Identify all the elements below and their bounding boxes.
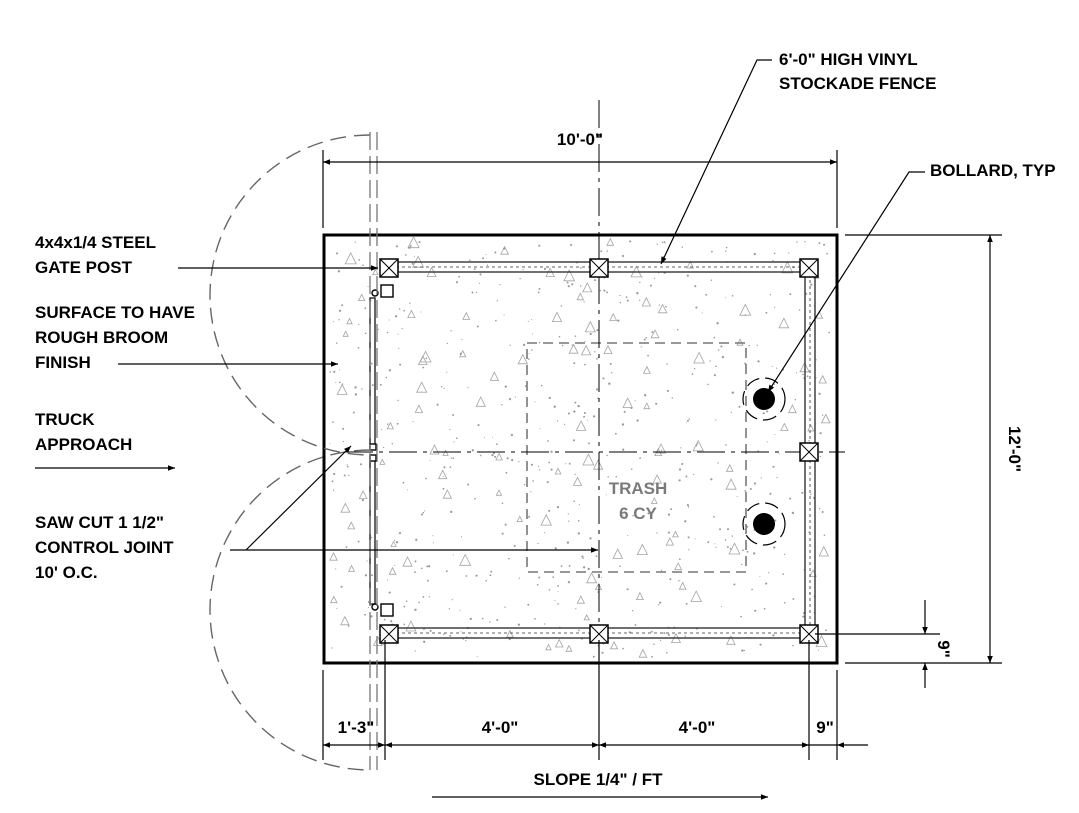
dim-overall-width-text: 10'-0" <box>557 130 603 149</box>
fence-leader <box>660 59 772 265</box>
fence-label-line1: 6'-0" HIGH VINYL <box>779 50 918 69</box>
dim-bay-right-text: 4'-0" <box>679 718 716 737</box>
trash-label-line2: 6 CY <box>619 504 657 523</box>
saw-cut-label-line1: SAW CUT 1 1/2" <box>35 513 164 532</box>
bollard-lower <box>742 502 786 546</box>
dim-bay-left-text: 4'-0" <box>482 718 519 737</box>
dim-end-offset-text: 9" <box>816 718 834 737</box>
dim-edge-offset-text: 9" <box>934 640 953 658</box>
gate-swing-tangents <box>369 132 378 770</box>
dim-edge-offset <box>815 600 940 688</box>
saw-cut-leader-branch <box>245 445 352 551</box>
gate-post-label-line1: 4x4x1/4 STEEL <box>35 233 156 252</box>
fence-label-line2: STOCKADE FENCE <box>779 74 936 93</box>
truck-label-line2: APPROACH <box>35 435 132 454</box>
dim-overall-width <box>322 150 838 228</box>
dim-gate-offset-text: 1'-3" <box>338 718 375 737</box>
bollard-leader <box>767 171 925 393</box>
surface-label-line1: SURFACE TO HAVE <box>35 303 195 322</box>
dim-overall-depth-text: 12'-0" <box>1005 426 1024 472</box>
saw-cut-label-line3: 10' O.C. <box>35 563 98 582</box>
surface-label-line3: FINISH <box>35 353 91 372</box>
dim-overall-depth <box>845 234 1002 664</box>
slope-label: SLOPE 1/4" / FT <box>534 770 664 789</box>
saw-cut-label-line2: CONTROL JOINT <box>35 538 174 557</box>
bollard-upper <box>742 377 786 421</box>
concrete-pad <box>322 233 839 665</box>
dim-bottom-string <box>322 640 868 760</box>
trash-label-line1: TRASH <box>609 479 668 498</box>
surface-label-line2: ROUGH BROOM <box>35 328 168 347</box>
fence-posts <box>379 258 819 644</box>
truck-label-line1: TRUCK <box>35 410 95 429</box>
gate-post-label-line2: GATE POST <box>35 258 133 277</box>
gate-swing-arcs <box>209 134 371 771</box>
bollard-label: BOLLARD, TYP <box>930 161 1056 180</box>
